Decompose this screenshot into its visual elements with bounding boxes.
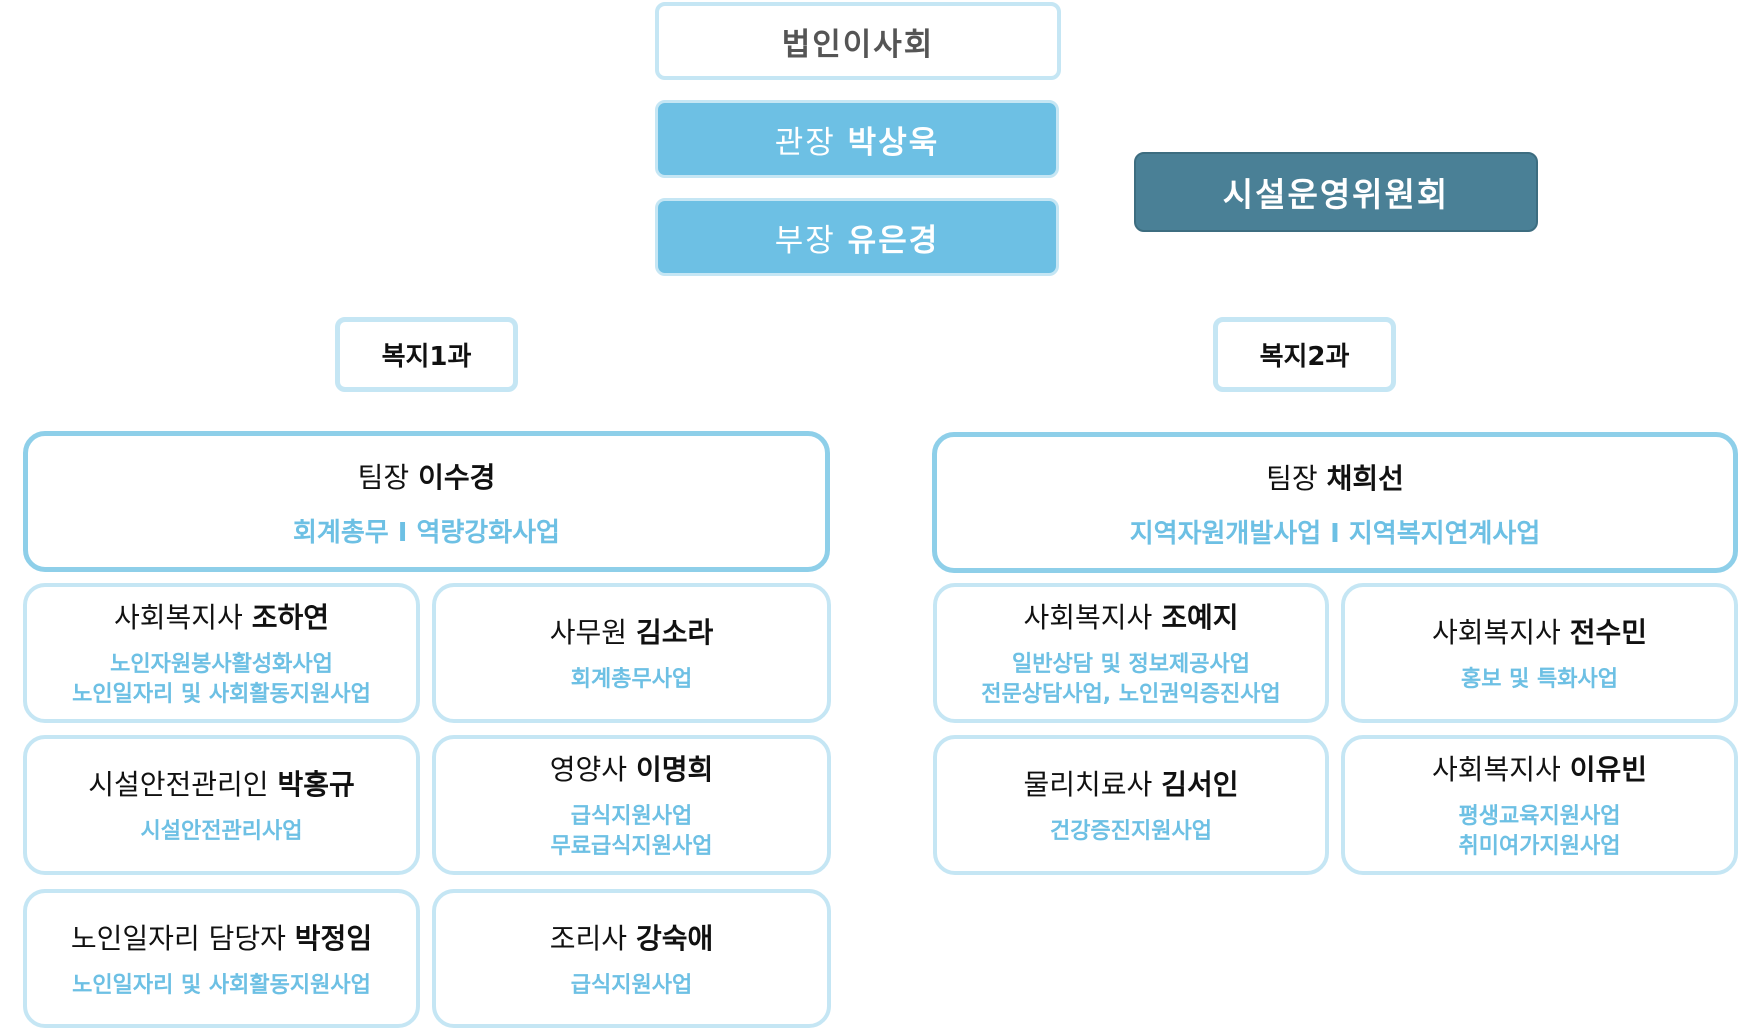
- staff-name: 이명희: [635, 753, 714, 786]
- staff-role: 사무원: [549, 616, 628, 649]
- staff-name: 박정임: [294, 921, 373, 955]
- staff-name: 강숙애: [635, 921, 714, 955]
- staff-role: 조리사: [549, 921, 628, 955]
- staff-duty: 무료급식지원사업: [550, 834, 713, 859]
- staff-name: 박홍규: [277, 768, 355, 801]
- staff-name: 김소라: [635, 616, 714, 649]
- dept1-label: 복지1과: [381, 342, 472, 372]
- dept2-box: 복지2과: [1213, 317, 1396, 392]
- staff-duty: 건강증진지원사업: [1050, 819, 1212, 844]
- staff-duty: 취미여가지원사업: [1458, 834, 1621, 859]
- dept2-label: 복지2과: [1259, 342, 1350, 372]
- staff-duty: 홍보 및 특화사업: [1461, 667, 1618, 692]
- leader-role: 팀장: [357, 460, 410, 494]
- staff-duty: 노인일자리 및 사회활동지원사업: [72, 682, 371, 707]
- staff-role: 사회복지사: [114, 601, 243, 634]
- manager-role: 부장: [774, 222, 836, 259]
- committee-box: 시설운영위원회: [1134, 152, 1538, 232]
- staff-duty: 노인일자리 및 사회활동지원사업: [72, 972, 371, 998]
- staff-duty: 회계총무사업: [570, 667, 693, 692]
- staff-role: 사회복지사: [1023, 601, 1153, 634]
- dept2-leader-box: 팀장 채희선 지역자원개발사업 I 지역복지연계사업: [932, 432, 1738, 573]
- staff-duty: 평생교육지원사업: [1458, 804, 1621, 829]
- staff-role: 시설안전관리인: [88, 768, 269, 801]
- staff-name: 조예지: [1161, 601, 1239, 634]
- director-role: 관장: [774, 124, 836, 161]
- committee-label: 시설운영위원회: [1222, 175, 1450, 214]
- staff-role: 사회복지사: [1432, 753, 1561, 786]
- leader-duty: 지역자원개발사업 I 지역복지연계사업: [1129, 518, 1541, 549]
- staff-role: 사회복지사: [1432, 616, 1561, 649]
- staff-role: 노인일자리 담당자: [70, 921, 286, 955]
- staff-name: 전수민: [1569, 616, 1647, 649]
- staff-role: 영양사: [549, 753, 628, 786]
- dept1-leader-box: 팀장 이수경 회계총무 I 역량강화사업: [23, 431, 830, 572]
- staff-duty: 전문상담사업, 노인권익증진사업: [981, 682, 1281, 707]
- staff-duty: 일반상담 및 정보제공사업: [1012, 652, 1250, 677]
- staff-name: 조하연: [251, 601, 329, 634]
- dept1-box: 복지1과: [335, 317, 518, 392]
- manager-name: 유은경: [847, 222, 940, 259]
- leader-name: 이수경: [418, 460, 496, 494]
- staff-duty: 노인자원봉사활성화사업: [110, 652, 333, 677]
- staff-duty: 급식지원사업: [570, 804, 693, 829]
- staff-role: 물리치료사: [1023, 768, 1153, 801]
- staff-name: 김서인: [1161, 768, 1239, 801]
- leader-name: 채희선: [1326, 461, 1404, 495]
- leader-duty: 회계총무 I 역량강화사업: [293, 517, 560, 548]
- manager-box: 부장 유은경: [655, 198, 1059, 276]
- leader-role: 팀장: [1266, 461, 1318, 495]
- staff-name: 이유빈: [1569, 753, 1647, 786]
- board-box: 법인이사회: [655, 2, 1061, 80]
- board-label: 법인이사회: [781, 26, 935, 63]
- staff-duty: 시설안전관리사업: [140, 819, 303, 844]
- director-name: 박상욱: [847, 124, 940, 161]
- director-box: 관장 박상욱: [655, 100, 1059, 178]
- staff-duty: 급식지원사업: [570, 972, 693, 998]
